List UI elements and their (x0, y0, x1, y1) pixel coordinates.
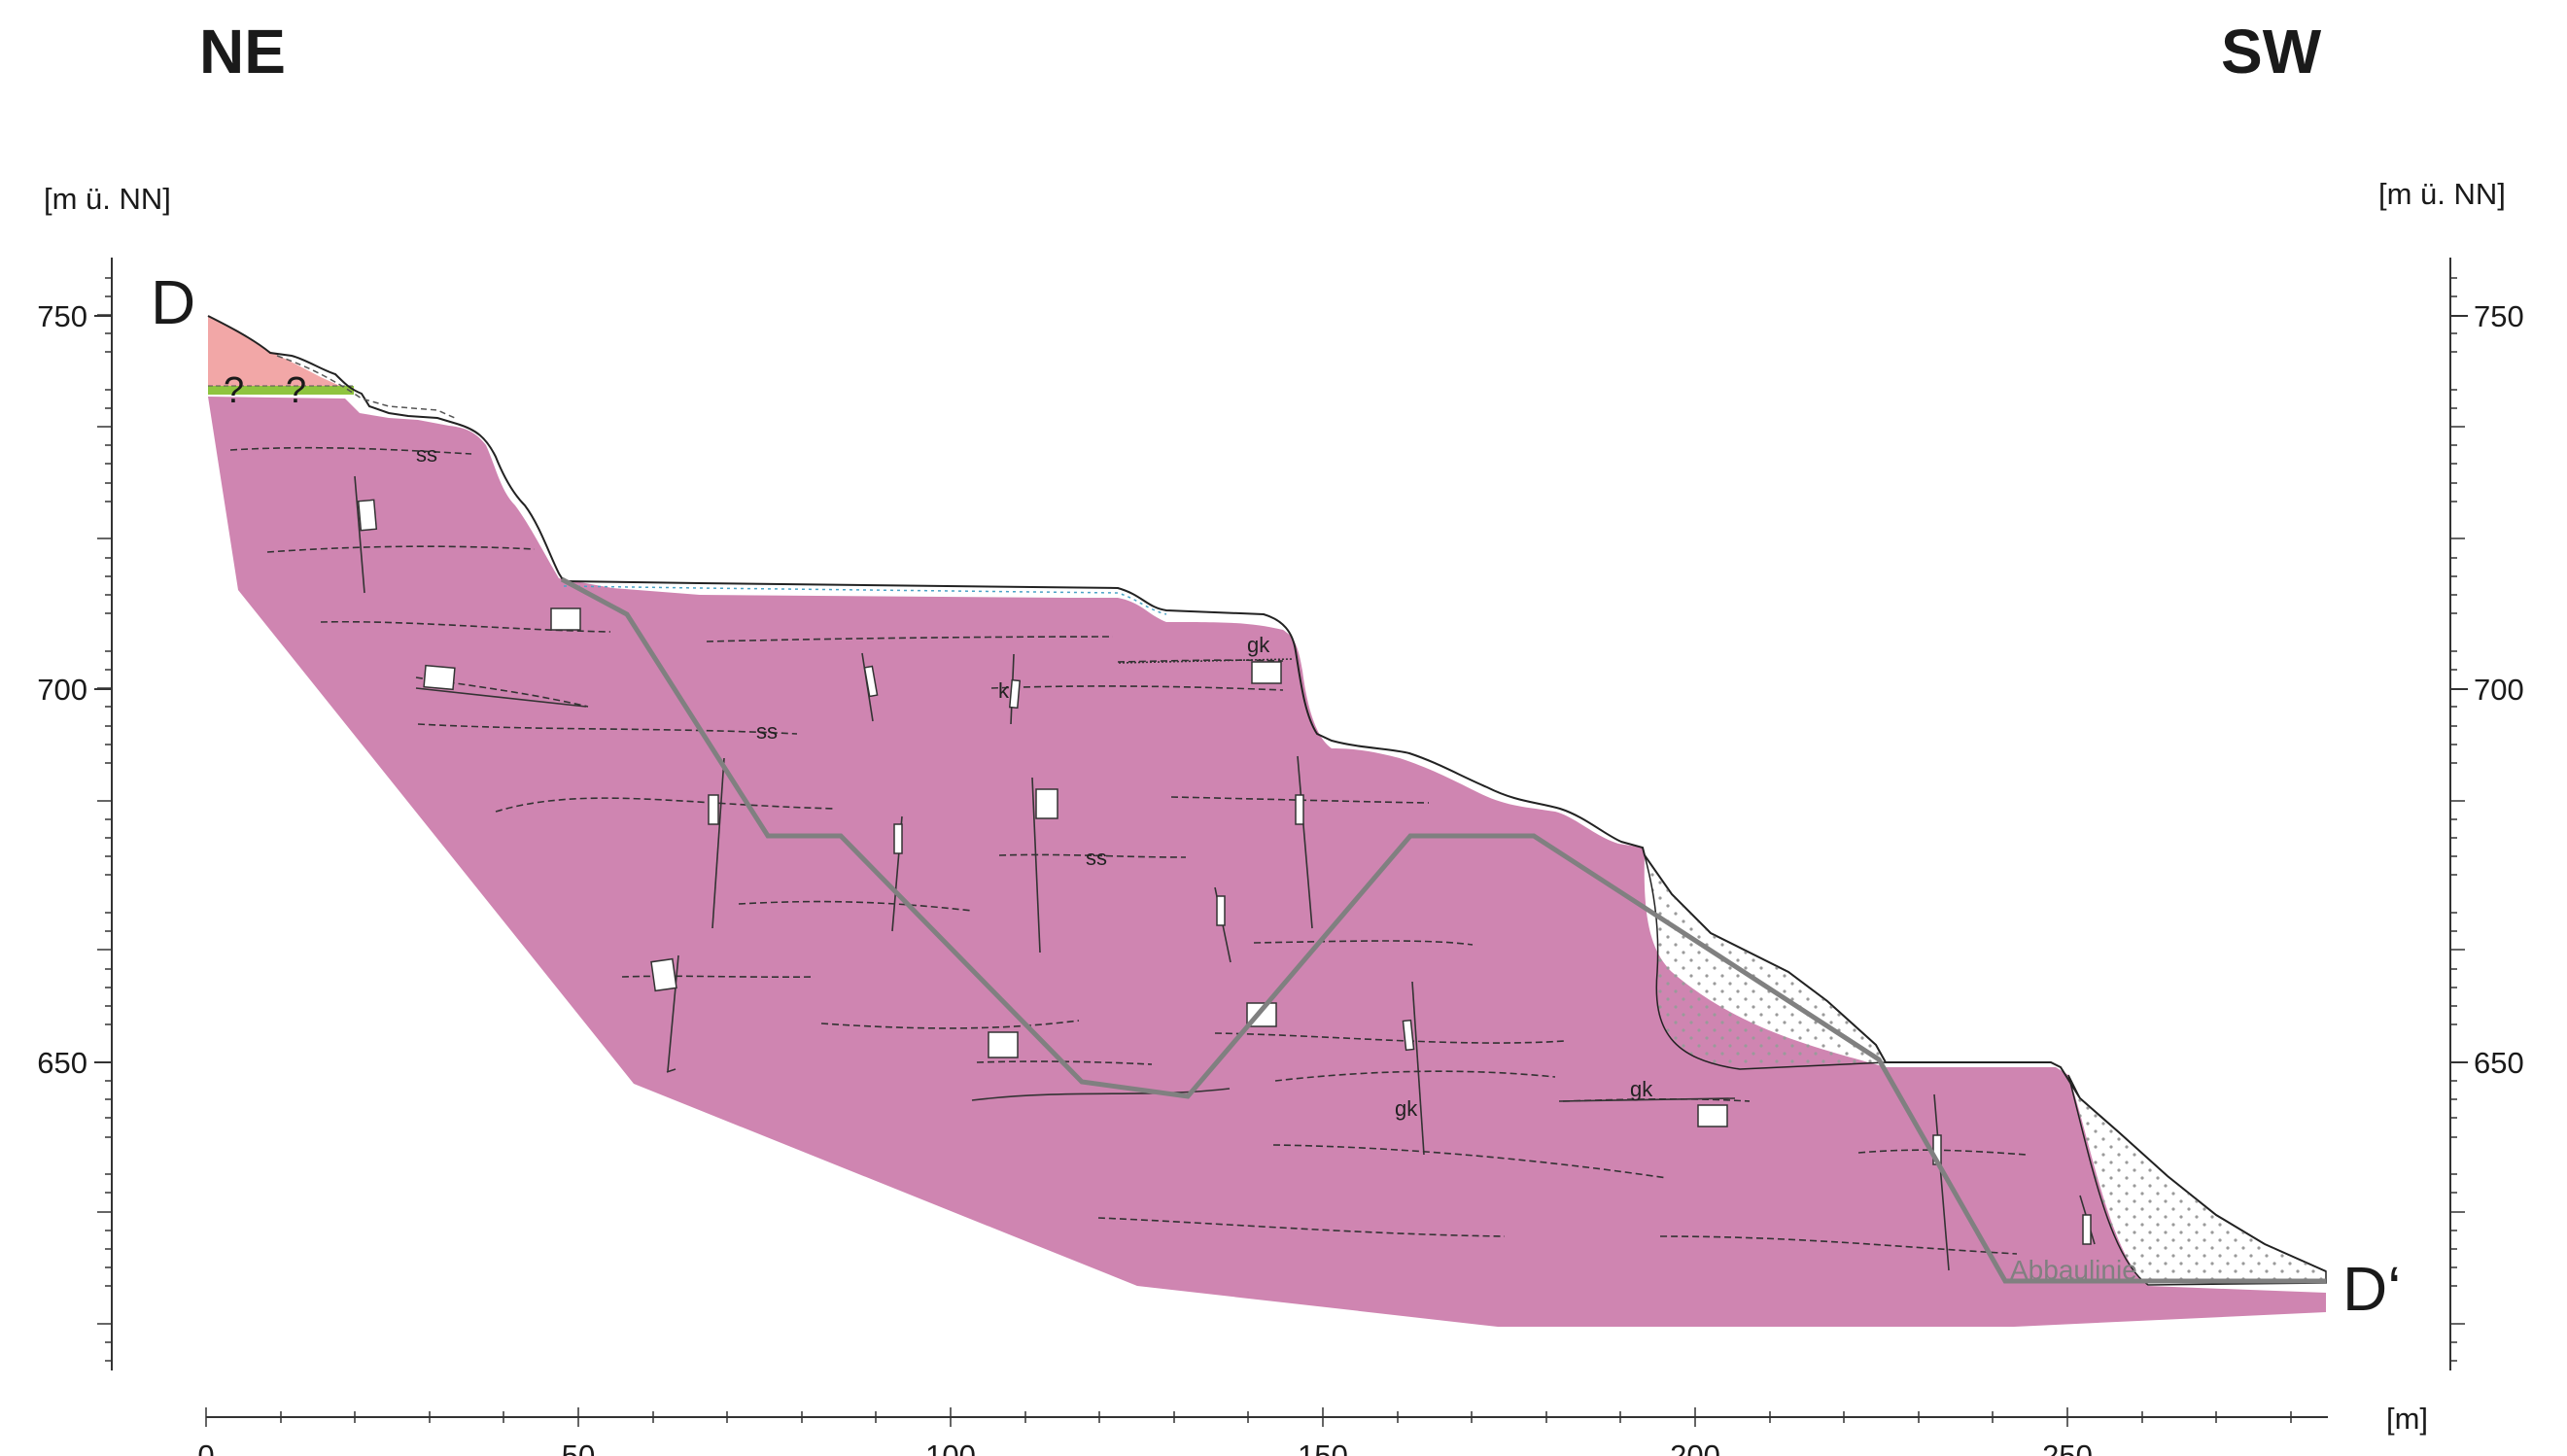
y-tick-left-750: 750 (37, 299, 87, 333)
label-ss-2: ss (756, 719, 778, 744)
y-tick-left-650: 650 (37, 1046, 87, 1080)
x-axis: 0 50 100 150 200 250 [m] (197, 1402, 2428, 1456)
abbau-label: Abbaulinie (2010, 1255, 2137, 1285)
section-end-label: D‘ (2342, 1254, 2401, 1324)
question-mark-1: ? (224, 370, 244, 411)
x-tick-100: 100 (925, 1439, 976, 1456)
label-k: k (998, 678, 1010, 703)
x-tick-0: 0 (197, 1439, 214, 1456)
question-mark-2: ? (286, 370, 306, 411)
terrain-surface (207, 315, 2327, 1272)
label-gk-3: gk (1630, 1077, 1653, 1101)
fault-traces (354, 475, 2096, 1271)
debris-deposit-2 (2067, 1074, 2327, 1286)
x-tick-50: 50 (562, 1439, 595, 1456)
label-gk-1: gk (1247, 633, 1270, 657)
x-unit: [m] (2386, 1402, 2428, 1436)
cover-layer-2 (563, 585, 1167, 615)
bedrock-body (208, 397, 2326, 1327)
y-unit-right: [m ü. NN] (2378, 177, 2506, 211)
label-ss-1: ss (416, 442, 437, 467)
y-tick-right-700: 700 (2474, 673, 2524, 707)
label-gk-2: gk (1395, 1096, 1418, 1121)
direction-ne: NE (199, 17, 286, 87)
x-tick-250: 250 (2042, 1439, 2093, 1456)
y-axis-left: 750 700 650 (37, 258, 113, 1370)
label-ss-3: ss (1086, 846, 1107, 870)
direction-sw: SW (2221, 17, 2322, 87)
x-tick-150: 150 (1298, 1439, 1348, 1456)
x-tick-200: 200 (1670, 1439, 1720, 1456)
y-tick-left-700: 700 (37, 673, 87, 707)
thin-layer (208, 386, 354, 395)
y-unit-left: [m ü. NN] (44, 182, 171, 216)
y-tick-right-750: 750 (2474, 299, 2524, 333)
y-axis-right: 750 700 650 (2449, 258, 2524, 1370)
debris-deposit-1 (1644, 854, 1888, 1070)
section-start-label: D (151, 267, 195, 337)
cover-layer-1 (276, 355, 456, 419)
abbau-line (560, 576, 2326, 1284)
markers (357, 499, 2092, 1245)
y-tick-right-650: 650 (2474, 1046, 2524, 1080)
